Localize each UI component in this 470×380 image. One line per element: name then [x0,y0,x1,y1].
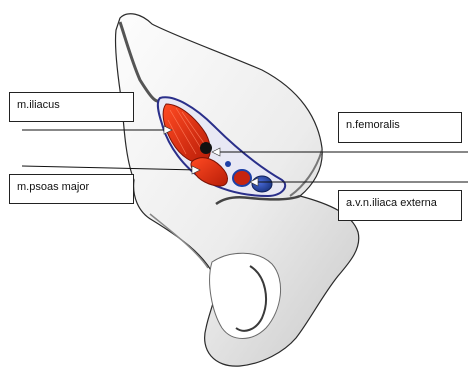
label-femoralis: n.femoralis [338,112,462,143]
femoral-nerve [200,142,212,154]
label-psoas-major: m.psoas major [9,174,134,204]
label-iliaca-externa: a.v.n.iliaca externa [338,190,462,221]
iliac-lymph-node [225,161,231,167]
iliac-artery [233,170,251,186]
label-iliacus: m.iliacus [9,92,134,122]
